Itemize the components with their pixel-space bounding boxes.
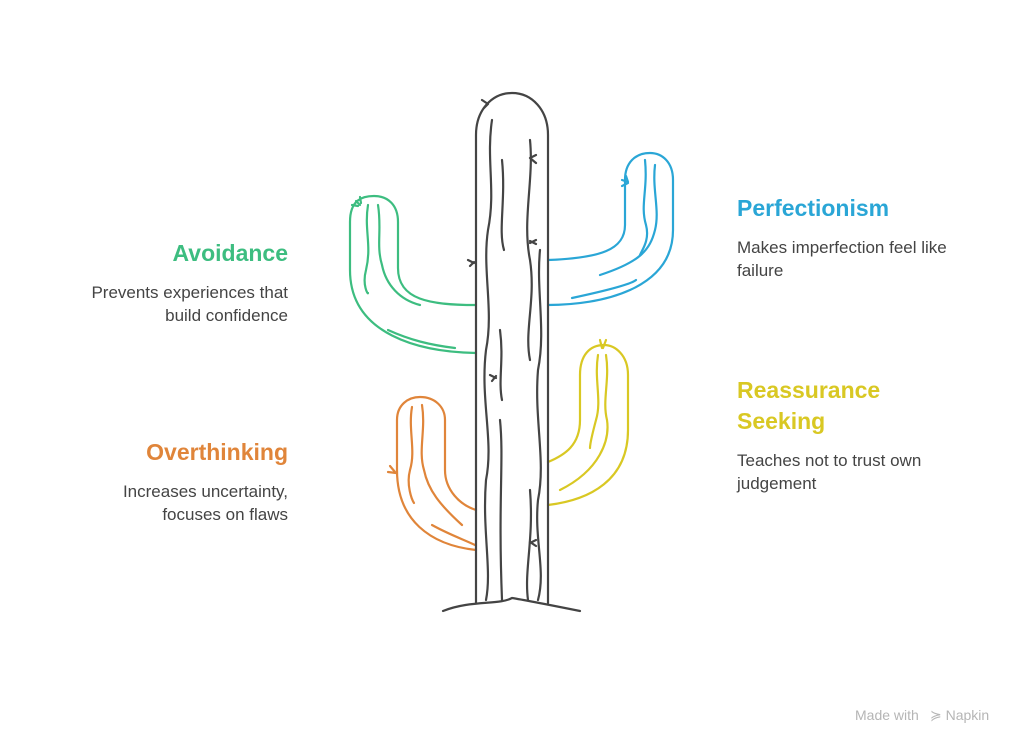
avoidance-block: Avoidance Prevents experiences that buil… bbox=[28, 238, 288, 327]
avoidance-title: Avoidance bbox=[172, 240, 288, 266]
reassurance-arm bbox=[546, 338, 630, 507]
perfectionism-description: Makes imperfection feel like failure bbox=[737, 238, 947, 280]
overthinking-description: Increases uncertainty, focuses on flaws bbox=[122, 482, 288, 524]
overthinking-title: Overthinking bbox=[146, 439, 288, 465]
cactus-trunk bbox=[441, 91, 582, 613]
made-with-napkin: Made with ≽ Napkin bbox=[855, 707, 989, 723]
reassurance-block: Reassurance Seeking Teaches not to trust… bbox=[737, 375, 997, 495]
overthinking-block: Overthinking Increases uncertainty, focu… bbox=[28, 437, 288, 526]
reassurance-description: Teaches not to trust own judgement bbox=[737, 451, 922, 493]
overthinking-arm bbox=[386, 395, 478, 552]
napkin-label: Napkin bbox=[945, 707, 990, 723]
perfectionism-block: Perfectionism Makes imperfection feel li… bbox=[737, 193, 997, 282]
perfectionism-title: Perfectionism bbox=[737, 195, 890, 221]
napkin-logo-icon: ≽ bbox=[930, 707, 942, 723]
avoidance-arm bbox=[348, 194, 478, 355]
reassurance-title: Reassurance Seeking bbox=[737, 377, 881, 434]
made-with-label: Made with bbox=[855, 707, 919, 723]
napkin-brand: ≽ Napkin bbox=[930, 707, 989, 724]
avoidance-description: Prevents experiences that build confiden… bbox=[91, 283, 288, 325]
perfectionism-arm bbox=[546, 151, 675, 307]
